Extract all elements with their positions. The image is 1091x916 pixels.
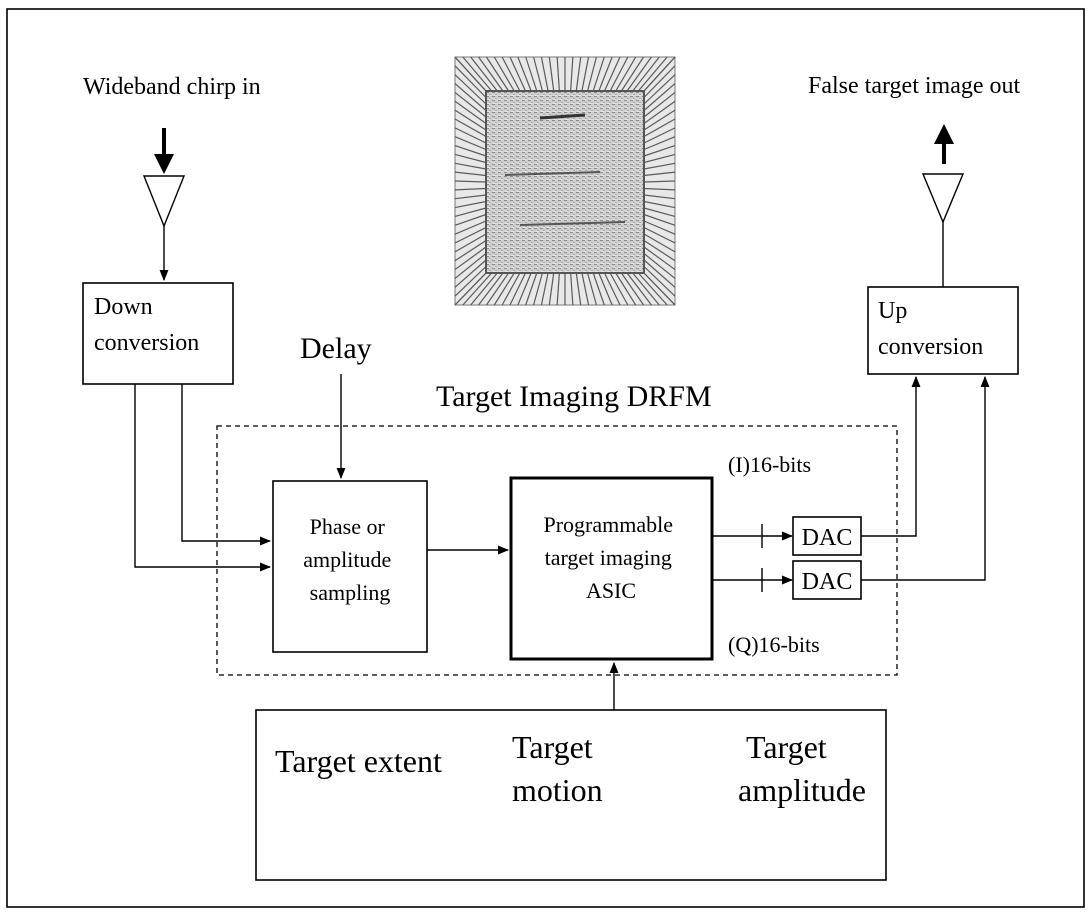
- sampling-label: Phase or amplitude sampling: [303, 514, 396, 605]
- down-conversion-label: Down conversion: [94, 294, 199, 356]
- up-conversion-label: Up conversion: [878, 298, 983, 360]
- dac-i-block: [792, 516, 862, 556]
- wire-down-to-sampling-2: [134, 384, 272, 572]
- false-target-out-label: False target image out: [808, 73, 1021, 99]
- outer-frame: [6, 8, 1085, 908]
- asic-chip-image: [454, 56, 676, 306]
- target-parameters-block: [255, 709, 887, 881]
- asic-block: [509, 476, 714, 661]
- drfm-boundary: [216, 425, 898, 676]
- q-bits-label: (Q)16-bits: [728, 632, 820, 657]
- drfm-title: Target Imaging DRFM: [436, 380, 712, 413]
- wire-dac-i-to-up: [861, 375, 921, 537]
- sampling-block: [272, 480, 428, 653]
- wire-dac-q-to-up: [861, 375, 990, 581]
- transmit-antenna: [921, 173, 965, 224]
- dac-i-label: DAC: [802, 525, 853, 551]
- target-extent-label: Target extent: [275, 743, 442, 779]
- dac-q-label: DAC: [802, 569, 853, 595]
- wire-down-to-sampling-1: [181, 384, 272, 546]
- down-conversion-block: [82, 282, 234, 385]
- target-motion-label: Target motion: [512, 729, 603, 808]
- chirp-in-label: Wideband chirp in: [83, 74, 261, 100]
- asic-label: Programmable target imaging ASIC: [543, 512, 678, 603]
- dac-q-block: [792, 560, 862, 600]
- up-conversion-block: [867, 286, 1019, 375]
- i-bits-label: (I)16-bits: [728, 452, 811, 477]
- delay-label: Delay: [300, 332, 372, 365]
- receive-antenna: [142, 175, 186, 228]
- target-amplitude-label: Target amplitude: [738, 729, 866, 808]
